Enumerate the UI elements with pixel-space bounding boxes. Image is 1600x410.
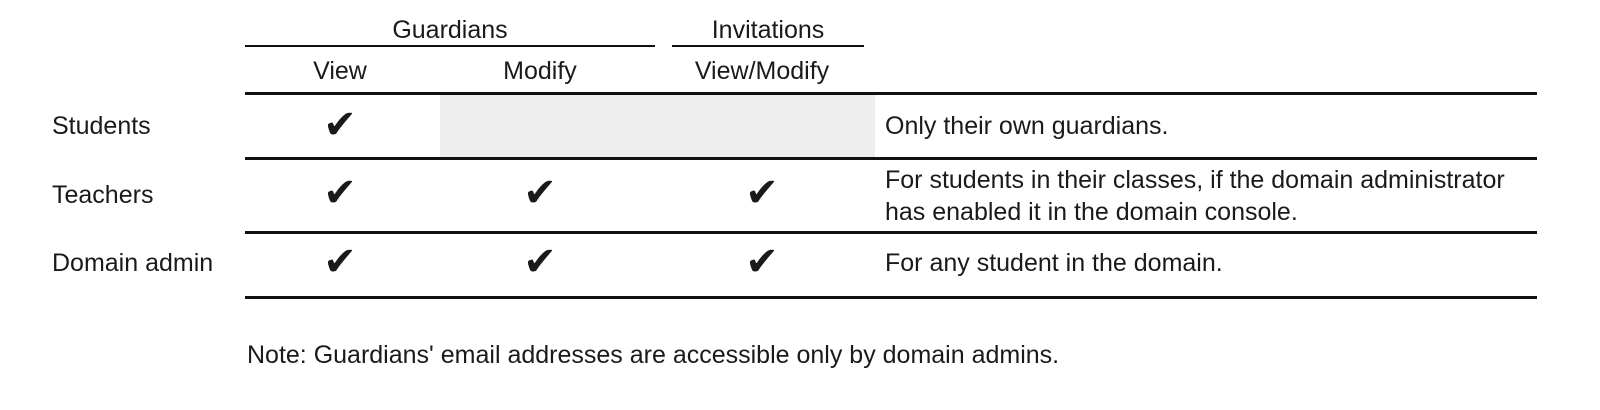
column-header-guardians-modify: Modify (503, 57, 577, 85)
column-group-header-invitations: Invitations (711, 16, 825, 44)
row-label-teachers: Teachers (52, 181, 154, 209)
check-icon-domain-admin-guardians-view: ✔ (323, 239, 357, 285)
check-icon-students-guardians-view: ✔ (323, 102, 357, 148)
row-description-students: Only their own guardians. (885, 112, 1169, 140)
column-group-rule-invitations (672, 45, 864, 47)
column-header-invitations-view-modify: View/Modify (694, 57, 830, 85)
check-icon-domain-admin-invitations: ✔ (745, 239, 779, 285)
row-label-domain-admin: Domain admin (52, 249, 214, 277)
row-label-students: Students (52, 112, 151, 140)
row-description-domain-admin: For any student in the domain. (885, 249, 1223, 277)
row-rule-after-students (245, 157, 1537, 160)
table-bottom-rule (245, 296, 1537, 299)
column-header-guardians-view: View (313, 57, 367, 85)
column-group-header-guardians: Guardians (392, 16, 508, 44)
row-description-teachers: For students in their classes, if the do… (885, 166, 1505, 226)
column-group-rule-guardians (245, 45, 655, 47)
check-icon-teachers-guardians-view: ✔ (323, 170, 357, 216)
check-icon-domain-admin-guardians-modify: ✔ (523, 239, 557, 285)
disabled-cell-shade-students (440, 95, 875, 157)
table-header-rule (245, 92, 1537, 95)
check-icon-teachers-invitations: ✔ (745, 170, 779, 216)
check-icon-teachers-guardians-modify: ✔ (523, 170, 557, 216)
row-rule-after-teachers (245, 231, 1537, 234)
table-footnote: Note: Guardians' email addresses are acc… (247, 341, 1060, 369)
